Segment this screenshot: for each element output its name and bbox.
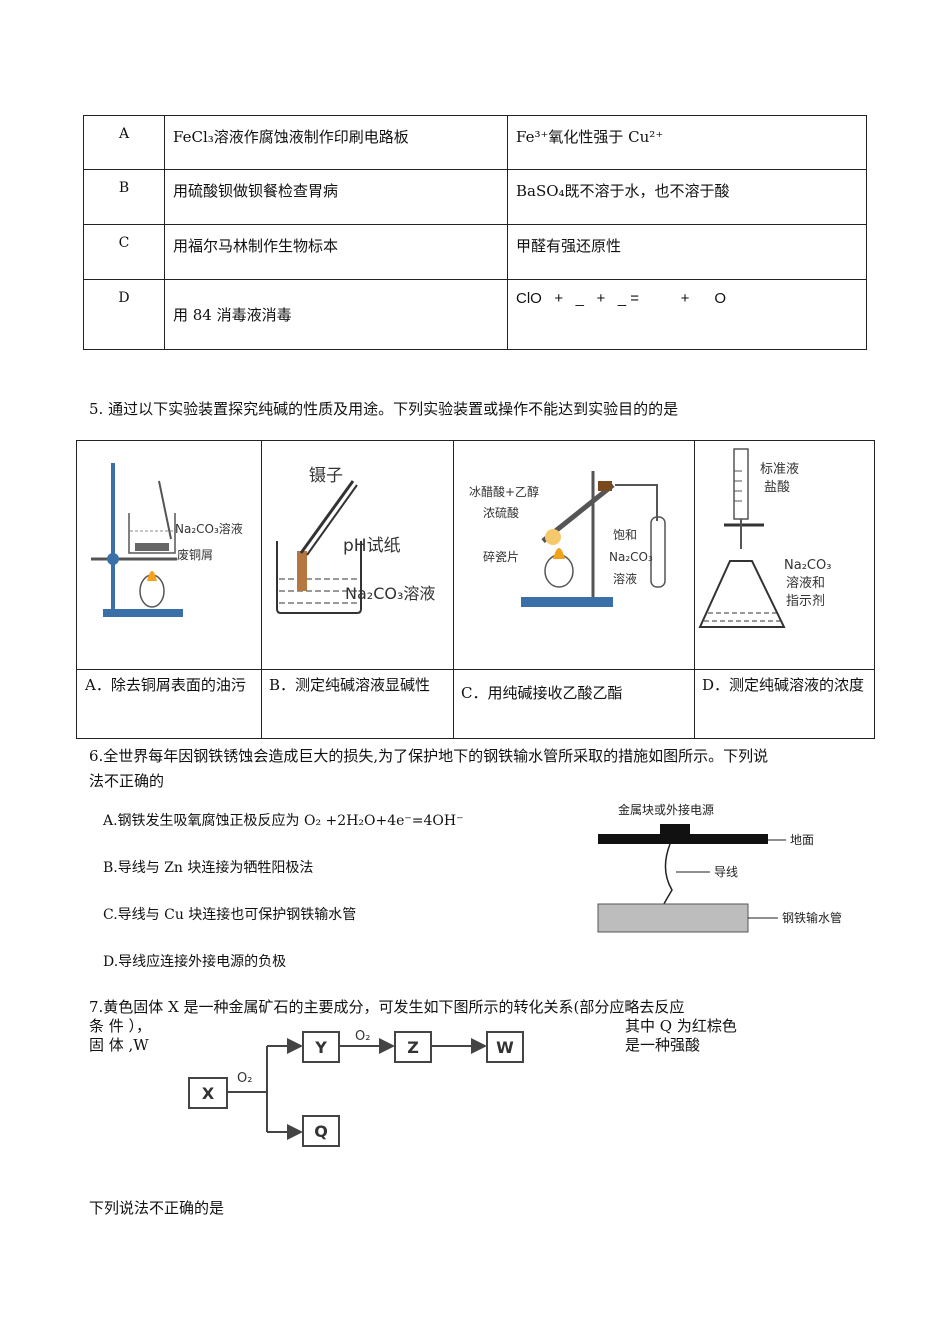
label-conc-sulfuric: 浓硫酸 xyxy=(483,505,519,520)
label-hcl: 盐酸 xyxy=(764,480,790,495)
label-na2co3-solution: Na₂CO₃溶液 xyxy=(345,584,435,603)
q7-flow-diagram: X O₂ Y O₂ Z W Q xyxy=(188,1030,524,1147)
q6-stem-line2: 法不正确的 xyxy=(89,772,165,790)
row-label: C xyxy=(83,224,165,280)
row-label: B xyxy=(83,169,165,225)
table-row: C 用福尔马林制作生物标本 甲醛有强还原性 xyxy=(83,224,867,280)
label-na2co3-d: Na₂CO₃ xyxy=(784,558,831,573)
table-row: D 用 84 消毒液消毒 ClO + _ + _ = + O xyxy=(83,279,867,350)
caption-b: B．测定纯碱溶液显碱性 xyxy=(261,669,453,701)
label-solution-and: 溶液和 xyxy=(786,576,825,591)
node-z: Z xyxy=(407,1038,419,1057)
q6-stem-line1: 6.全世界每年因钢铁锈蚀会造成巨大的损失,为了保护地下的钢铁输水管所采取的措施如… xyxy=(89,747,769,765)
label-standard-solution: 标准液 xyxy=(760,462,799,477)
row-reason: Fe³⁺氧化性强于 Cu²⁺ xyxy=(507,115,867,170)
q6-option-c: C.导线与 Cu 块连接也可保护钢铁输水管 xyxy=(103,907,357,923)
row-use: 用 84 消毒液消毒 xyxy=(164,279,508,350)
label-tweezers: 镊子 xyxy=(309,466,343,486)
caption-d: D．测定纯碱溶液的浓度 xyxy=(694,669,874,701)
q4-table: A FeCl₃溶液作腐蚀液制作印刷电路板 Fe³⁺氧化性强于 Cu²⁺ B 用硫… xyxy=(83,115,867,350)
label-ground: 地面 xyxy=(790,833,814,847)
q6-option-b: B.导线与 Zn 块连接为牺牲阳极法 xyxy=(103,860,314,876)
q5-cell-b: 镊子 pH试纸 Na₂CO₃溶液 B．测定纯碱溶液显碱性 xyxy=(261,441,454,738)
row-reason: BaSO₄既不溶于水，也不溶于酸 xyxy=(507,169,867,225)
label-saturated: 饱和 xyxy=(613,527,637,542)
label-na2co3-c: Na₂CO₃ xyxy=(609,550,653,564)
q7-stem-line2b: 其中 Q 为红棕色 xyxy=(625,1017,737,1035)
node-q: Q xyxy=(314,1122,328,1141)
q6-option-d: D.导线应连接外接电源的负极 xyxy=(103,954,287,970)
caption-a: A．除去铜屑表面的油污 xyxy=(77,669,261,701)
row-reason: ClO + _ + _ = + O xyxy=(507,279,867,350)
label-solution-c: 溶液 xyxy=(613,571,637,586)
q5-cell-d: 标准液 盐酸 Na₂CO₃ 溶液和 指示剂 D．测定纯碱溶液的浓度 xyxy=(694,441,874,738)
caption-c: C．用纯碱接收乙酸乙酯 xyxy=(453,669,694,709)
table-row: B 用硫酸钡做钡餐检查胃病 BaSO₄既不溶于水，也不溶于酸 xyxy=(83,169,867,225)
label-na2co3: Na₂CO₃溶液 xyxy=(175,521,243,536)
node-x: X xyxy=(202,1084,215,1103)
label-wire: 导线 xyxy=(714,865,738,879)
q7-tail: 下列说法不正确的是 xyxy=(89,1199,225,1217)
row-use: FeCl₃溶液作腐蚀液制作印刷电路板 xyxy=(164,115,508,170)
row-reason: 甲醛有强还原性 xyxy=(507,224,867,280)
q5-cell-a: Na₂CO₃溶液 废铜屑 A．除去铜屑表面的油污 xyxy=(77,441,262,738)
arrow-label-y-z: O₂ xyxy=(355,1030,370,1044)
q7-stem-line3b: 是一种强酸 xyxy=(625,1036,701,1054)
node-w: W xyxy=(496,1038,514,1057)
arrow-label-x-y: O₂ xyxy=(237,1071,252,1086)
setup-a-figure: Na₂CO₃溶液 废铜屑 xyxy=(91,463,243,617)
q5-figure-grid: Na₂CO₃溶液 废铜屑 A．除去铜屑表面的油污 镊子 pH试纸 Na₂CO₃溶… xyxy=(76,440,875,739)
label-copper-scraps: 废铜屑 xyxy=(177,547,213,562)
q6-option-a: A.钢铁发生吸氧腐蚀正极反应为 O₂ +2H₂O+4e⁻=4OH⁻ xyxy=(103,813,464,829)
setup-d-figure: 标准液 盐酸 Na₂CO₃ 溶液和 指示剂 xyxy=(698,448,831,628)
label-metal-block: 金属块或外接电源 xyxy=(618,802,714,817)
label-acetic-ethanol: 冰醋酸+乙醇 xyxy=(469,484,539,499)
label-porcelain: 碎瓷片 xyxy=(483,549,519,564)
table-row: A FeCl₃溶液作腐蚀液制作印刷电路板 Fe³⁺氧化性强于 Cu²⁺ xyxy=(83,115,867,170)
row-label: A xyxy=(83,115,165,170)
row-label: D xyxy=(83,279,165,350)
q6-pipe-diagram: 金属块或外接电源 地面 导线 钢铁输水管 xyxy=(597,802,842,933)
row-use: 用福尔马林制作生物标本 xyxy=(164,224,508,280)
setup-c-figure: 冰醋酸+乙醇 浓硫酸 碎瓷片 饱和 Na₂CO₃ 溶液 xyxy=(469,471,666,607)
q5-cell-c: 冰醋酸+乙醇 浓硫酸 碎瓷片 饱和 Na₂CO₃ 溶液 C．用纯碱接收乙酸乙酯 xyxy=(453,441,695,738)
label-steel-pipe: 钢铁输水管 xyxy=(782,910,842,925)
label-indicator: 指示剂 xyxy=(786,594,825,609)
node-y: Y xyxy=(314,1038,327,1057)
q5-stem: 5. 通过以下实验装置探究纯碱的性质及用途。下列实验装置或操作不能达到实验目的的… xyxy=(89,400,679,418)
q7-stem-line2a: 条 件 ）， xyxy=(89,1017,152,1035)
q7-stem-line3a: 固 体 ,W xyxy=(89,1036,149,1054)
label-ph-paper: pH试纸 xyxy=(343,536,401,556)
q7-stem-line1: 7.黄色固体 X 是一种金属矿石的主要成分，可发生如下图所示的转化关系(部分应略… xyxy=(89,998,685,1016)
row-use: 用硫酸钡做钡餐检查胃病 xyxy=(164,169,508,225)
setup-b-figure: 镊子 pH试纸 Na₂CO₃溶液 xyxy=(276,466,435,614)
